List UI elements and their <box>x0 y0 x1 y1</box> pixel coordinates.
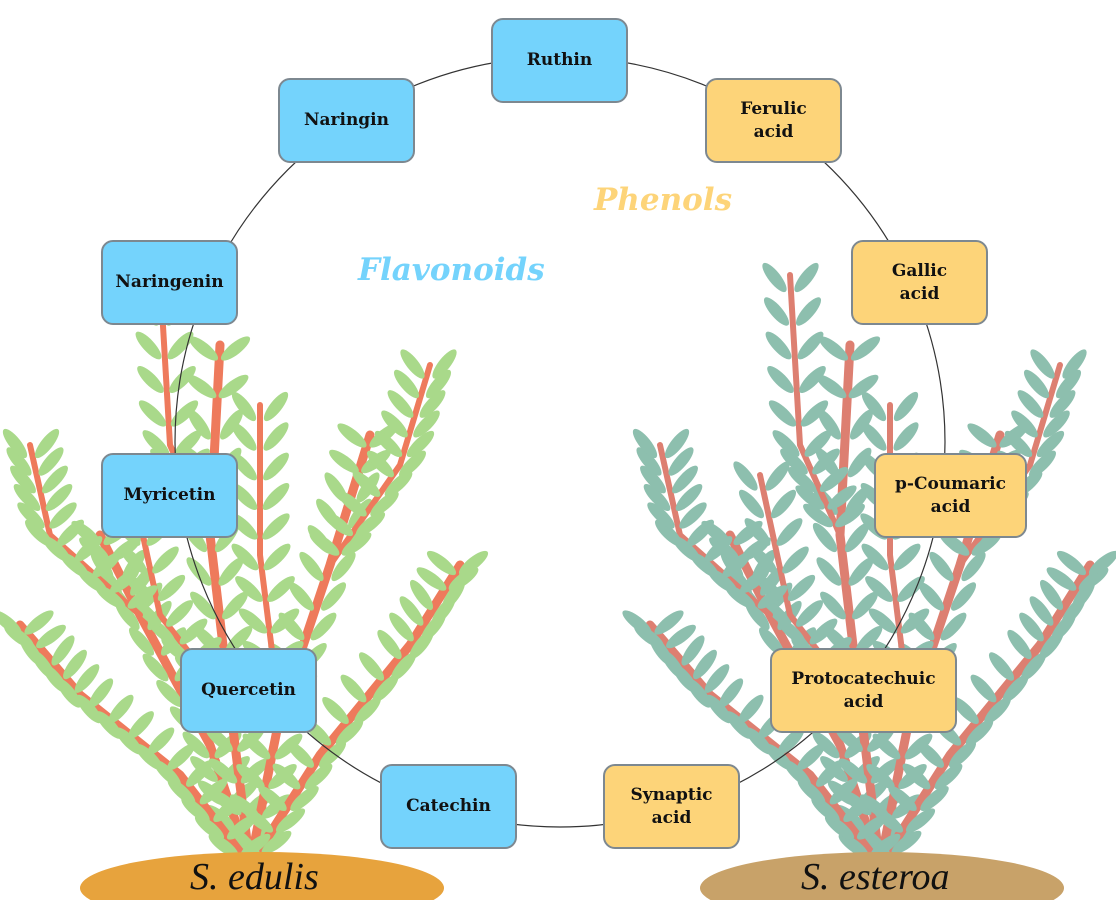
plant-leaf <box>105 691 138 726</box>
plant-leaf <box>767 486 800 521</box>
flavonoid-box-catechin: Catechin <box>380 764 517 849</box>
phenol-box-protocatechuic-acid: Protocatechuic acid <box>770 648 957 733</box>
flavonoid-box-naringin: Naringin <box>278 78 415 163</box>
plant-leaf <box>890 540 924 574</box>
plant-leaf <box>144 724 178 758</box>
plant-leaf <box>132 328 165 363</box>
plant-leaf <box>259 449 292 484</box>
plant-leaf <box>735 691 768 726</box>
plant-leaf <box>792 294 825 329</box>
plant-leaf <box>764 362 798 396</box>
plant-leaf <box>967 671 1000 706</box>
plant-leaf <box>773 515 806 550</box>
plant-leaf <box>779 543 813 577</box>
plant-leaf <box>296 549 328 585</box>
plant-leaf <box>319 693 353 727</box>
plant-leaf <box>355 649 388 684</box>
plant-leaf <box>926 549 958 585</box>
plant-leaf <box>759 260 791 296</box>
plant-leaf <box>762 328 795 363</box>
plant-leaf <box>260 389 292 425</box>
plant-leaf <box>134 362 168 396</box>
phenol-box-ferulic-acid: Ferulic acid <box>705 78 842 163</box>
plant-leaf <box>124 708 157 743</box>
plant-leaf <box>260 540 294 574</box>
flavonoid-box-naringenin: Naringenin <box>101 240 238 325</box>
flavonoid-box-myricetin: Myricetin <box>101 453 238 538</box>
plant-leaf <box>890 389 922 425</box>
plant-leaf <box>985 649 1018 684</box>
plant-leaf <box>890 419 923 454</box>
plant-leaf <box>260 419 293 454</box>
plant-leaf <box>858 419 891 454</box>
plant-leaf <box>760 294 793 329</box>
plant-leaf <box>334 420 370 452</box>
plant-leaf <box>149 543 183 577</box>
phenol-box-gallic-acid: Gallic acid <box>851 240 988 325</box>
phenols-category-label: Phenols <box>594 182 732 218</box>
flavonoid-box-quercetin: Quercetin <box>180 648 317 733</box>
plant-leaf <box>259 479 293 513</box>
plant-leaf <box>730 458 762 494</box>
flavonoids-category-label: Flavonoids <box>358 252 545 288</box>
species-label-s-edulis: S. edulis <box>190 855 319 899</box>
plant-leaf <box>964 420 1000 452</box>
plant-leaf <box>337 671 370 706</box>
plant-leaf <box>259 510 293 543</box>
plant-leaf <box>228 419 261 454</box>
phenol-box-synaptic-acid: Synaptic acid <box>603 764 740 849</box>
flavonoid-box-ruthin: Ruthin <box>491 18 628 103</box>
species-label-s-esteroa: S. esteroa <box>801 855 949 899</box>
phenol-box-p-coumaric-acid: p-Coumaric acid <box>874 453 1027 538</box>
plant-leaf <box>791 260 823 296</box>
